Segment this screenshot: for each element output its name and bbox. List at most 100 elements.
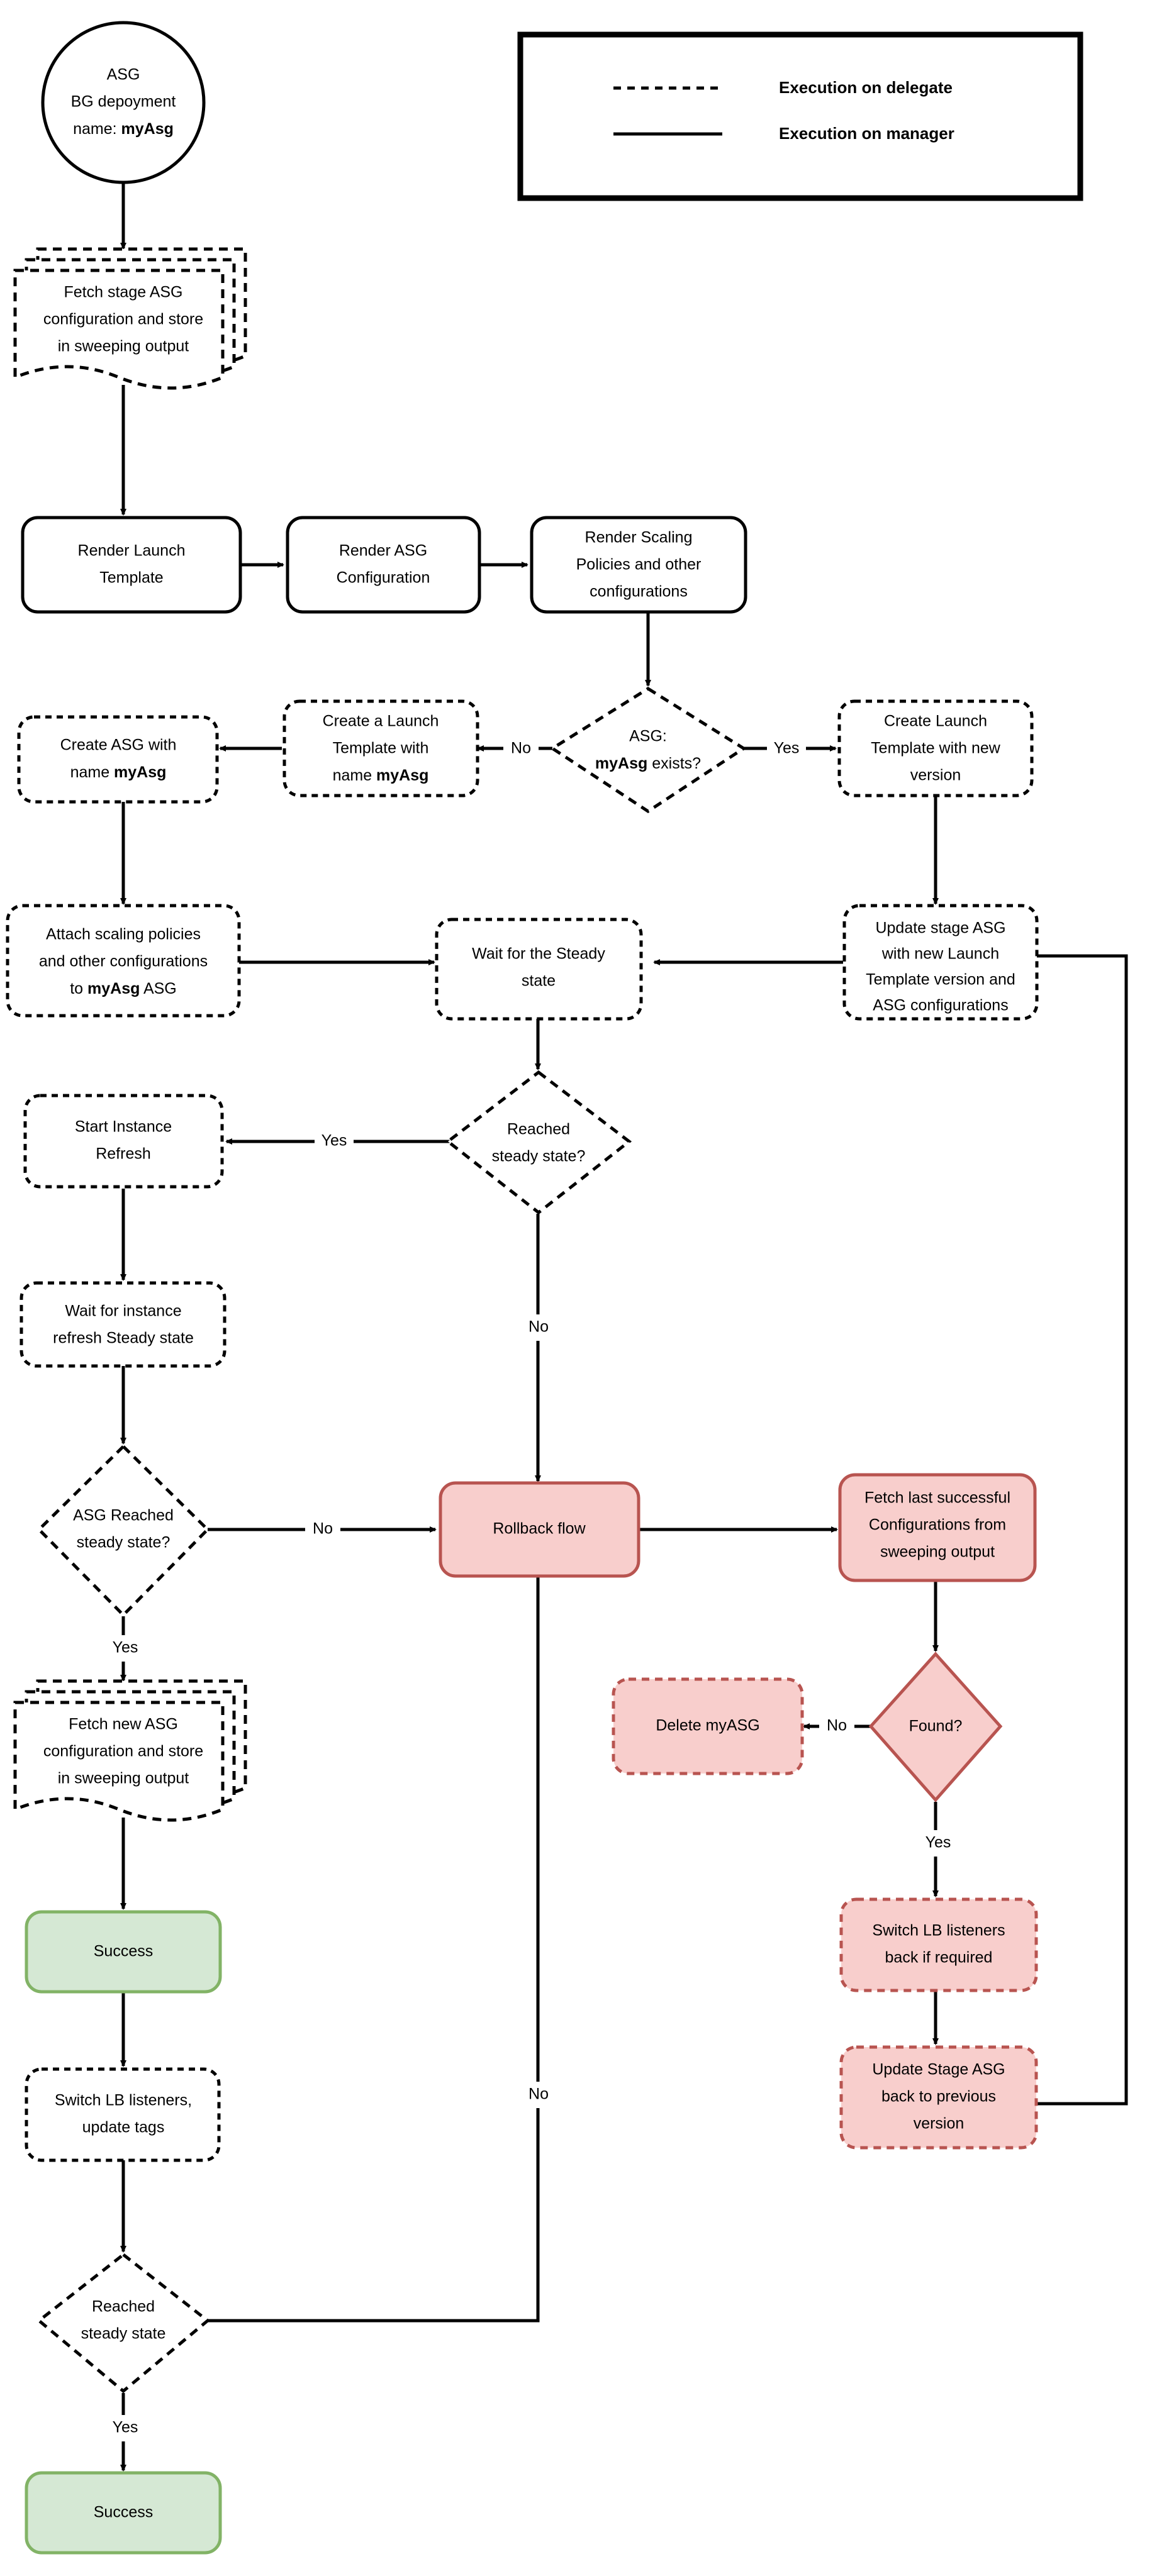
node-start-line1: ASG — [107, 66, 140, 84]
node-update-back-line2: back to previous — [881, 2088, 996, 2106]
node-render-asg-line2: Configuration — [337, 569, 430, 587]
node-start-refresh-line2: Refresh — [96, 1145, 151, 1163]
node-create-asg-line2: name myAsg — [70, 763, 167, 781]
node-found-decision[interactable]: Found? — [868, 1652, 1003, 1802]
legend-label-delegate: Execution on delegate — [779, 78, 953, 97]
node-reached-q-line1: Reached — [507, 1121, 570, 1138]
node-update-back-line3: version — [914, 2115, 965, 2133]
node-wait-refresh-line1: Wait for instance — [65, 1302, 181, 1320]
node-asg-reached-q-line2: steady state? — [77, 1534, 171, 1552]
node-fetch-stage-line3: in sweeping output — [58, 338, 189, 355]
node-create-lt-line3: name myAsg — [333, 767, 429, 784]
node-wait-steady-line1: Wait for the Steady — [472, 945, 605, 963]
node-fetch-last-line2: Configurations from — [869, 1516, 1006, 1534]
node-create-a-launch-template[interactable]: Create a Launch Template with name myAsg — [282, 699, 479, 797]
node-fetch-new-line3: in sweeping output — [58, 1770, 189, 1787]
node-wait-for-steady-state[interactable]: Wait for the Steady state — [435, 918, 643, 1021]
node-delete-myasg[interactable]: Delete myASG — [612, 1677, 804, 1775]
node-fetch-stage-line2: configuration and store — [43, 311, 203, 328]
edge-label-no-asg-exists: No — [511, 740, 531, 757]
node-fetch-new-asg-config[interactable]: Fetch new ASG configuration and store in… — [13, 1679, 247, 1822]
node-switch-lb-back[interactable]: Switch LB listeners back if required — [839, 1897, 1038, 1992]
node-delete-myasg-label: Delete myASG — [656, 1717, 759, 1735]
edge-label-yes-found: Yes — [926, 1834, 951, 1852]
node-reached-steady-state-2[interactable]: Reached steady state — [36, 2252, 210, 2394]
edge-reached2-no — [208, 1562, 541, 2323]
node-success-2-label: Success — [94, 2504, 153, 2521]
node-update-stage-line1: Update stage ASG — [875, 919, 1005, 937]
node-asg-exists-line1: ASG: — [629, 728, 667, 745]
node-success-2[interactable]: Success — [25, 2471, 222, 2555]
node-update-stage-asg[interactable]: Update stage ASG with new Launch Templat… — [842, 904, 1039, 1021]
node-rollback-flow-label: Rollback flow — [493, 1520, 586, 1538]
node-start[interactable]: ASG BG depoyment name: myAsg — [41, 21, 206, 184]
edge-label-yes-asg-reached: Yes — [113, 1639, 138, 1657]
edge-label-yes-asg-exists: Yes — [774, 740, 800, 757]
node-render-asg-configuration[interactable]: Render ASG Configuration — [286, 516, 481, 614]
node-success-1-label: Success — [94, 1943, 153, 1960]
node-wait-instance-refresh[interactable]: Wait for instance refresh Steady state — [20, 1281, 226, 1368]
node-render-scaling-line1: Render Scaling — [585, 529, 693, 547]
node-asg-exists-decision[interactable]: ASG: myAsg exists? — [549, 687, 747, 813]
node-fetch-new-line2: configuration and store — [43, 1743, 203, 1760]
node-start-refresh-line1: Start Instance — [75, 1118, 172, 1136]
node-render-launch-template[interactable]: Render Launch Template — [21, 516, 242, 614]
node-attach-line2: and other configurations — [39, 953, 208, 970]
node-render-scaling-line3: configurations — [590, 583, 688, 601]
node-attach-line1: Attach scaling policies — [46, 926, 201, 943]
node-attach-scaling-policies[interactable]: Attach scaling policies and other config… — [6, 904, 241, 1018]
edge-label-no-found: No — [827, 1717, 847, 1735]
node-create-lt-new-line2: Template with new — [871, 740, 1001, 757]
node-update-stage-back[interactable]: Update Stage ASG back to previous versio… — [839, 2045, 1038, 2150]
node-start-line2: BG depoyment — [71, 93, 176, 111]
edge-label-no-reached: No — [528, 1318, 549, 1336]
node-reached-q-line2: steady state? — [492, 1148, 586, 1165]
node-reached2-line2: steady state — [81, 2325, 166, 2343]
edge-labels: Yes No Yes No No Yes No Yes No Yes — [106, 736, 958, 2441]
node-start-instance-refresh[interactable]: Start Instance Refresh — [23, 1094, 224, 1189]
edge-update-back-loop — [974, 953, 1128, 2106]
node-switch-lb-line1: Switch LB listeners, — [55, 2092, 192, 2109]
node-switch-lb-line2: update tags — [82, 2119, 165, 2136]
node-create-asg-line1: Create ASG with — [60, 736, 177, 754]
edge-label-no-asg-reached: No — [313, 1520, 333, 1538]
node-update-stage-line4: ASG configurations — [873, 997, 1008, 1014]
node-fetch-stage-asg[interactable]: Fetch stage ASG configuration and store … — [13, 247, 247, 390]
node-start-line3: name: myAsg — [73, 120, 174, 138]
node-fetch-new-line1: Fetch new ASG — [69, 1716, 178, 1733]
node-create-lt-new-line3: version — [910, 767, 961, 784]
node-update-stage-line3: Template version and — [866, 971, 1015, 989]
node-fetch-stage-line1: Fetch stage ASG — [64, 284, 183, 301]
node-switch-lb-back-line1: Switch LB listeners — [872, 1922, 1005, 1940]
legend: Execution on delegate Execution on manag… — [517, 31, 1083, 201]
node-create-lt-line1: Create a Launch — [323, 713, 439, 730]
edge-label-yes-reached2: Yes — [113, 2419, 138, 2436]
node-switch-lb-back-line2: back if required — [885, 1949, 993, 1967]
node-render-asg-line1: Render ASG — [339, 542, 427, 560]
edge-label-no-reached2: No — [528, 2085, 549, 2103]
node-found-label: Found? — [909, 1718, 963, 1735]
legend-label-manager: Execution on manager — [779, 124, 954, 143]
node-create-asg[interactable]: Create ASG with name myAsg — [17, 715, 219, 804]
node-reached-steady-state-decision[interactable]: Reached steady state? — [445, 1070, 632, 1215]
node-render-lt-line1: Render Launch — [78, 542, 186, 560]
node-switch-lb-listeners[interactable]: Switch LB listeners, update tags — [25, 2067, 221, 2162]
node-fetch-last-successful[interactable]: Fetch last successful Configurations fro… — [838, 1473, 1037, 1582]
node-create-launch-template-new[interactable]: Create Launch Template with new version — [837, 699, 1034, 797]
node-wait-refresh-line2: refresh Steady state — [53, 1330, 194, 1347]
node-render-scaling-policies[interactable]: Render Scaling Policies and other config… — [530, 516, 747, 614]
node-update-back-line1: Update Stage ASG — [872, 2061, 1005, 2079]
node-asg-exists-line2: myAsg exists? — [595, 755, 701, 772]
edge-label-yes-reached: Yes — [322, 1132, 347, 1150]
node-create-lt-line2: Template with — [333, 740, 429, 757]
node-asg-reached-steady-decision[interactable]: ASG Reached steady state? — [36, 1444, 210, 1618]
node-wait-steady-line2: state — [522, 972, 556, 990]
node-asg-reached-q-line1: ASG Reached — [73, 1507, 174, 1524]
node-create-lt-new-line1: Create Launch — [884, 713, 987, 730]
node-render-lt-line2: Template — [99, 569, 163, 587]
node-fetch-last-line3: sweeping output — [880, 1543, 995, 1561]
node-success-1[interactable]: Success — [25, 1910, 222, 1994]
node-rollback-flow[interactable]: Rollback flow — [439, 1481, 640, 1578]
